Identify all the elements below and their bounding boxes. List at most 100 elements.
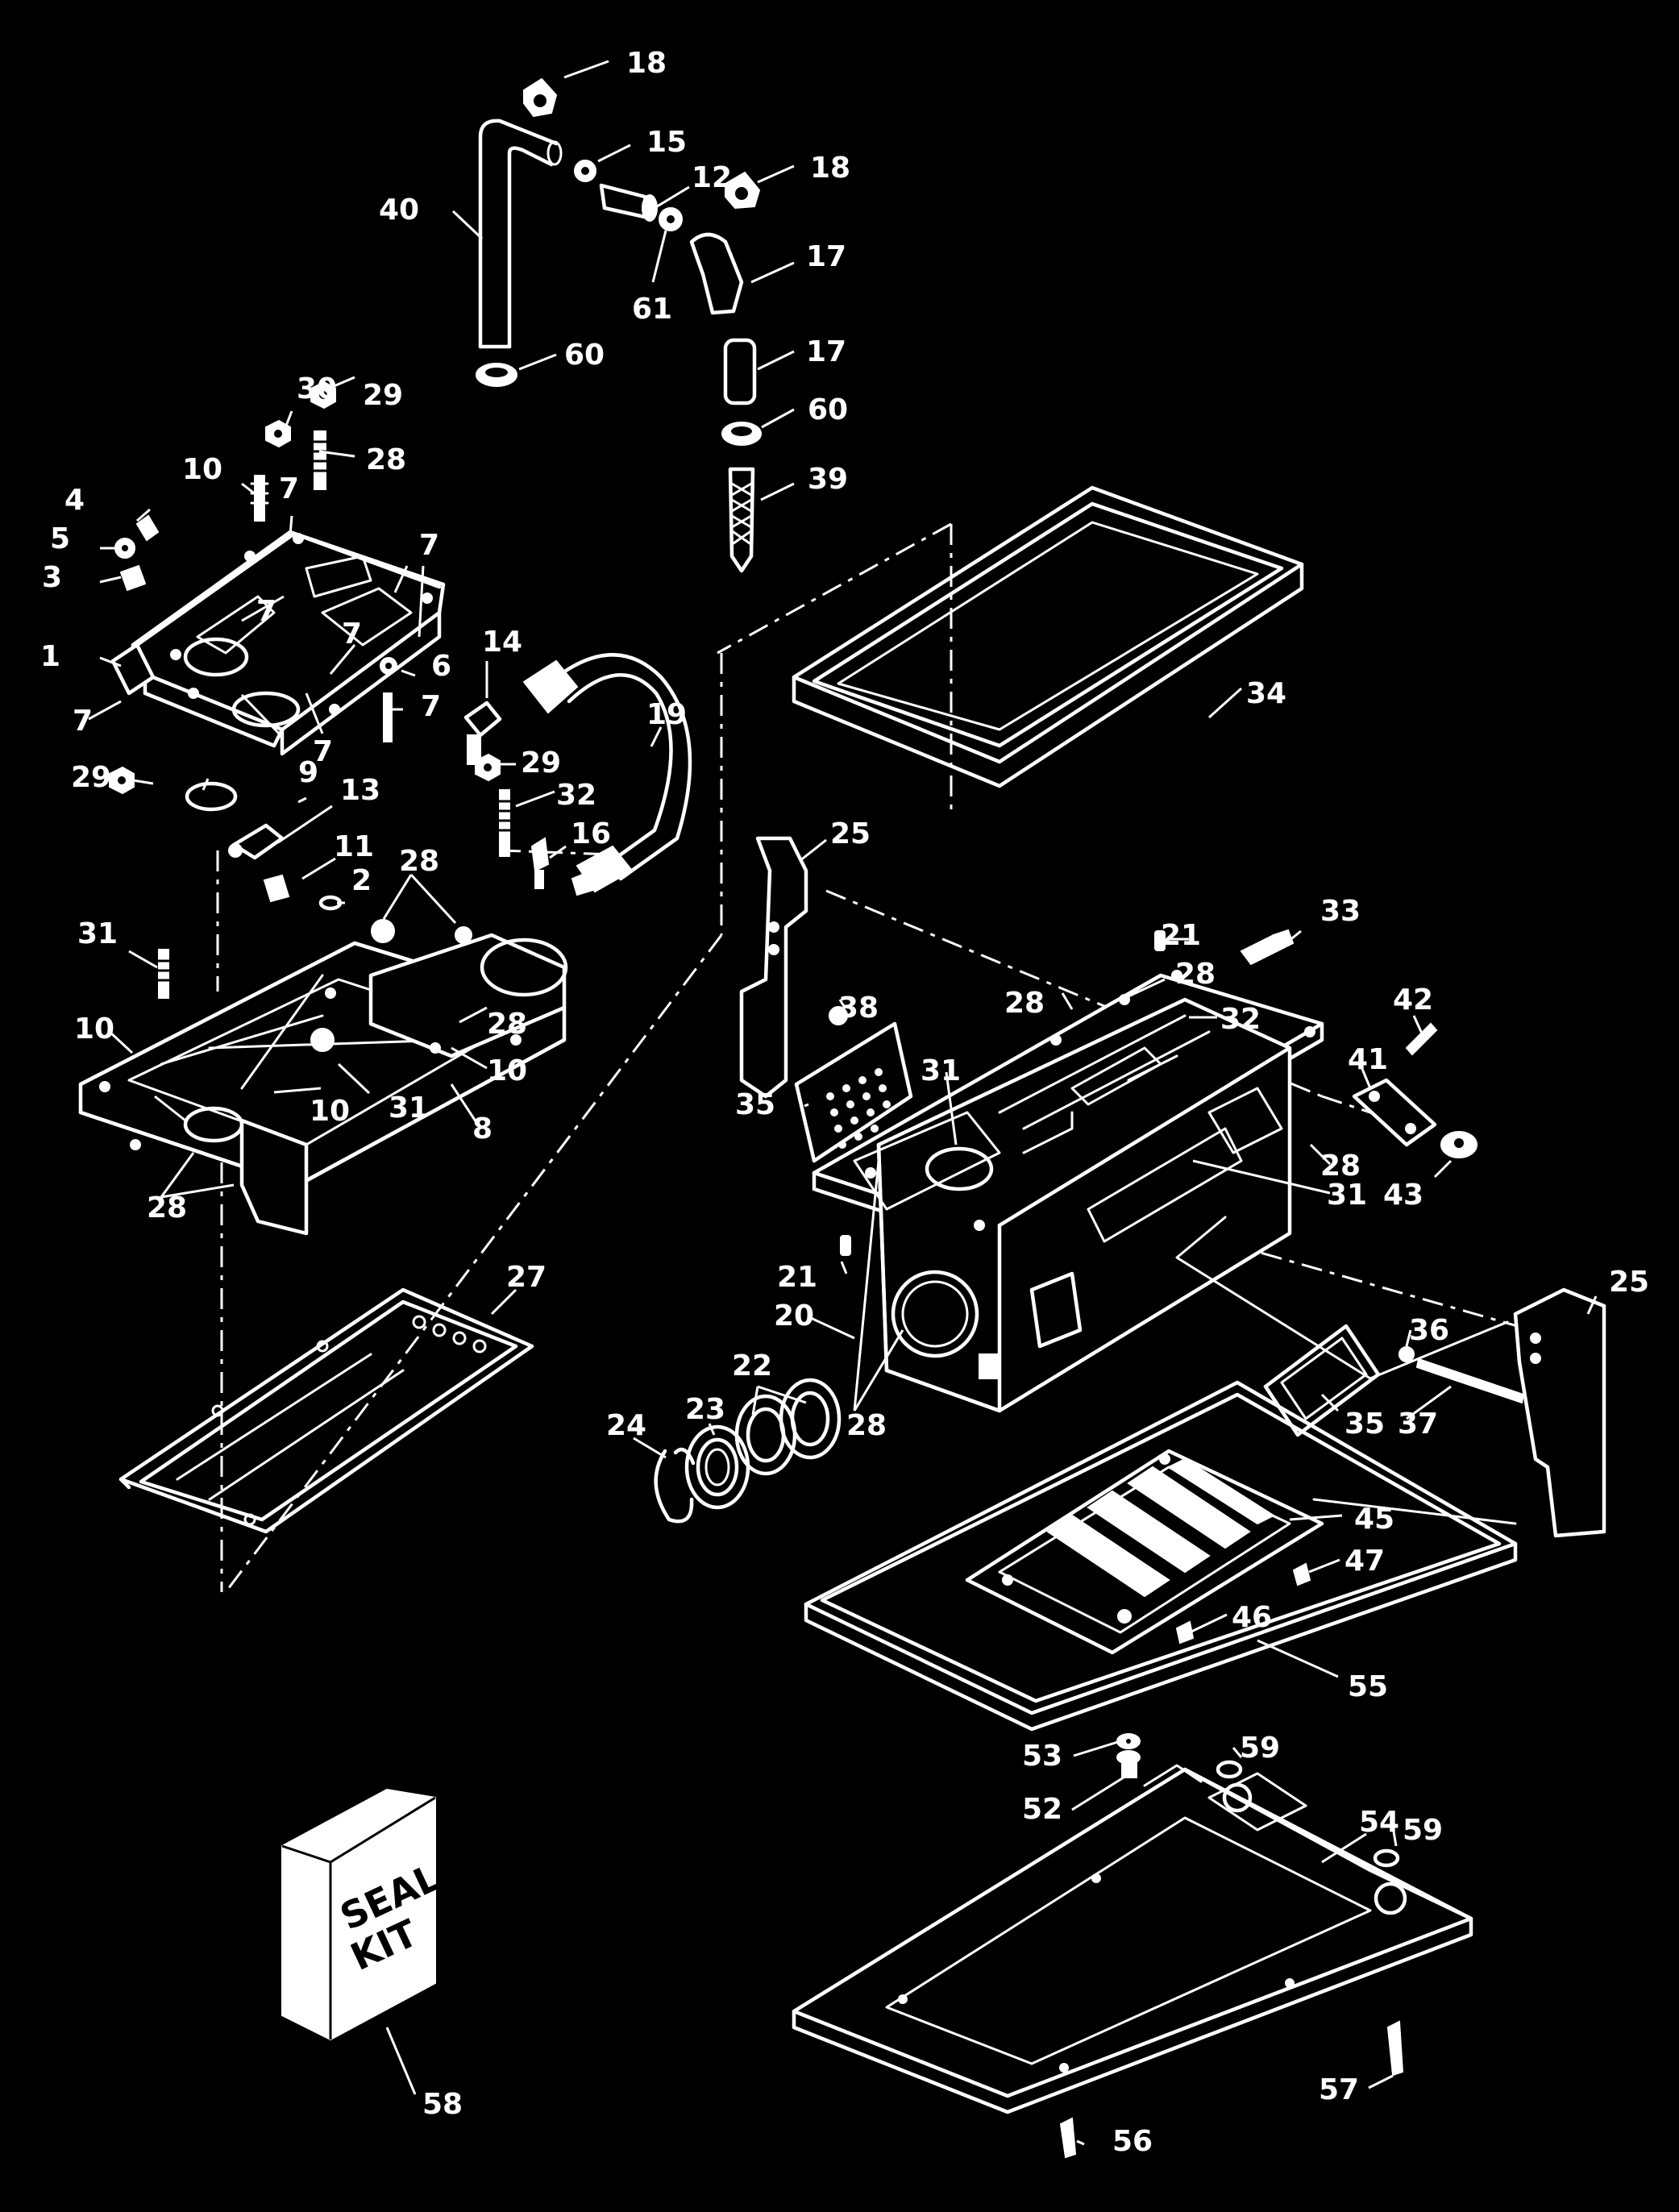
callout-31b: 31 bbox=[389, 1091, 429, 1125]
callout-42: 42 bbox=[1393, 983, 1433, 1017]
sensor-13 bbox=[228, 823, 285, 860]
callout-10c: 10 bbox=[74, 1012, 114, 1046]
callout-43: 43 bbox=[1383, 1179, 1423, 1212]
clamp-18a bbox=[523, 77, 558, 118]
callout-36: 36 bbox=[1409, 1314, 1449, 1347]
callout-27: 27 bbox=[506, 1261, 547, 1294]
stud-31a bbox=[157, 949, 170, 999]
callout-59b: 59 bbox=[1403, 1814, 1443, 1847]
callout-15: 15 bbox=[646, 126, 687, 159]
callout-52: 52 bbox=[1022, 1793, 1062, 1826]
screws-46-47 bbox=[1175, 1562, 1311, 1644]
callout-35a: 35 bbox=[735, 1088, 775, 1121]
grate-55 bbox=[804, 1216, 1518, 1732]
washer-36-bolt-37 bbox=[1398, 1346, 1525, 1404]
nut-43 bbox=[1440, 1131, 1477, 1158]
callout-32b: 32 bbox=[1220, 1003, 1261, 1036]
callout-28e: 28 bbox=[1175, 958, 1216, 991]
callout-46: 46 bbox=[1232, 1601, 1272, 1634]
plate-45 bbox=[965, 1449, 1324, 1655]
callout-18b: 18 bbox=[810, 152, 850, 185]
callout-56: 56 bbox=[1112, 2125, 1153, 2158]
callout-23: 23 bbox=[685, 1393, 725, 1426]
pin-21 bbox=[840, 930, 1166, 1256]
hose-17a bbox=[689, 232, 744, 315]
callout-2: 2 bbox=[351, 864, 372, 897]
callout-31a: 31 bbox=[77, 917, 118, 950]
callout-4: 4 bbox=[64, 484, 85, 517]
callout-7g: 7 bbox=[421, 690, 441, 723]
screws-56-57 bbox=[1059, 2020, 1404, 2159]
callout-20: 20 bbox=[774, 1299, 814, 1333]
callout-7f: 7 bbox=[313, 735, 333, 768]
hose-19 bbox=[522, 653, 692, 896]
seal-kit-box: SEAL KIT bbox=[281, 1788, 447, 2041]
callout-18a: 18 bbox=[626, 47, 667, 80]
callout-39: 39 bbox=[808, 463, 848, 496]
callout-1: 1 bbox=[40, 640, 60, 673]
clamp-60a bbox=[476, 363, 517, 387]
gasket-34 bbox=[792, 485, 1304, 788]
callout-7a: 7 bbox=[279, 472, 299, 505]
strainer-39 bbox=[728, 467, 755, 573]
plug-11-washer-2 bbox=[263, 874, 343, 911]
clamp-61 bbox=[659, 207, 683, 231]
callout-10a: 10 bbox=[182, 453, 222, 486]
pump-housing-20 bbox=[812, 970, 1324, 1413]
clamp-15 bbox=[574, 160, 596, 182]
fitting-12 bbox=[599, 183, 658, 222]
callout-21b: 21 bbox=[777, 1261, 817, 1294]
hull-plate-54 bbox=[792, 1764, 1473, 2114]
callout-31c: 31 bbox=[921, 1054, 961, 1087]
callout-60a: 60 bbox=[564, 339, 605, 372]
elbow-14 bbox=[463, 701, 502, 765]
callout-7d: 7 bbox=[256, 595, 276, 628]
callout-9: 9 bbox=[298, 756, 318, 789]
callout-28c: 28 bbox=[487, 1008, 527, 1041]
clamp-60b bbox=[721, 422, 762, 446]
hose-40 bbox=[478, 118, 563, 349]
callout-41: 41 bbox=[1348, 1043, 1388, 1076]
bearing-23 bbox=[684, 1424, 750, 1510]
callout-29b: 29 bbox=[71, 761, 111, 794]
callout-31d: 31 bbox=[1327, 1179, 1367, 1212]
callout-25a: 25 bbox=[830, 817, 871, 850]
plate-41 bbox=[1352, 1078, 1437, 1147]
callout-13: 13 bbox=[340, 774, 380, 807]
callout-14: 14 bbox=[482, 626, 522, 659]
callout-60b: 60 bbox=[808, 393, 848, 426]
callout-25b: 25 bbox=[1609, 1266, 1649, 1299]
callout-labels: 18 40 15 12 18 61 17 17 60 60 39 30 29 2… bbox=[40, 47, 1649, 2158]
callout-5: 5 bbox=[50, 522, 70, 555]
callout-40: 40 bbox=[379, 193, 419, 227]
seals-22 bbox=[734, 1378, 842, 1476]
plate-8 bbox=[78, 919, 568, 1236]
callout-34: 34 bbox=[1246, 677, 1286, 710]
callout-24: 24 bbox=[606, 1409, 646, 1442]
callout-54: 54 bbox=[1359, 1806, 1399, 1839]
studs-10-28 bbox=[250, 430, 327, 522]
callout-28g: 28 bbox=[1320, 1150, 1361, 1183]
callout-10d: 10 bbox=[310, 1095, 350, 1128]
callout-28a: 28 bbox=[366, 443, 406, 476]
screw-42 bbox=[1405, 1022, 1438, 1056]
callout-57: 57 bbox=[1319, 2073, 1359, 2106]
callout-7e: 7 bbox=[342, 617, 362, 651]
clamp-18b bbox=[725, 171, 761, 210]
bracket-25a bbox=[739, 836, 808, 1099]
callout-7c: 7 bbox=[73, 705, 93, 738]
callout-28d: 28 bbox=[147, 1191, 187, 1224]
callout-22: 22 bbox=[732, 1349, 772, 1382]
callout-8: 8 bbox=[472, 1112, 492, 1146]
callout-11: 11 bbox=[334, 830, 374, 863]
callout-19: 19 bbox=[646, 698, 687, 731]
callout-37: 37 bbox=[1398, 1407, 1438, 1441]
snap-ring-24 bbox=[654, 1447, 696, 1524]
callout-45: 45 bbox=[1354, 1503, 1394, 1536]
alignment-lines bbox=[216, 522, 1532, 1593]
o-ring-9 bbox=[185, 781, 238, 812]
stud-32a bbox=[498, 789, 511, 857]
fitting-16 bbox=[530, 837, 550, 889]
callout-17b: 17 bbox=[806, 335, 846, 368]
callout-10b: 10 bbox=[487, 1054, 527, 1087]
